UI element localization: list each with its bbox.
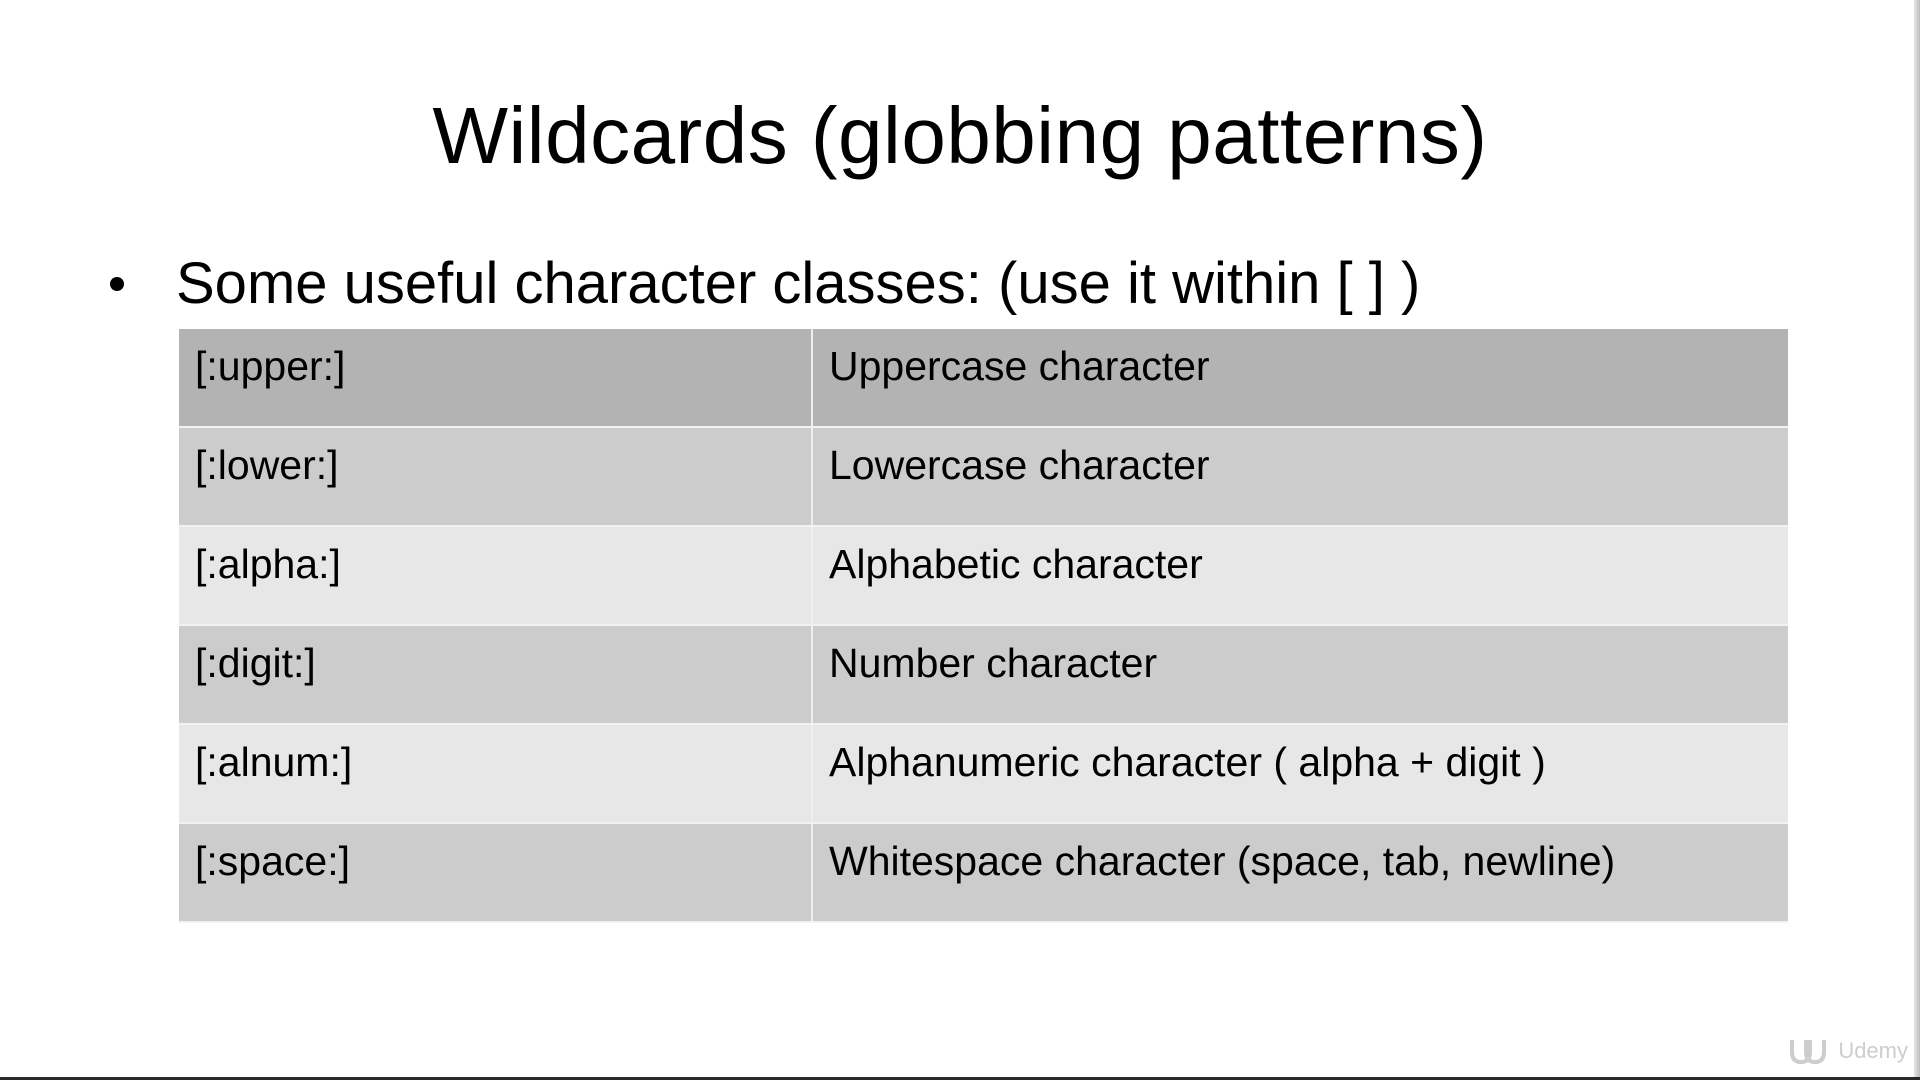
table-row: [:digit:] Number character [179,625,1788,725]
bullet-item: Some useful character classes: (use it w… [110,248,1420,320]
table-cell-class: [:alnum:] [179,724,813,824]
watermark-text: Udemy [1838,1038,1908,1063]
class-description: Number character [829,640,1158,686]
slide-bottom-border [0,1077,1920,1080]
udemy-watermark: Udemy [1788,1036,1908,1066]
class-name: [:space:] [195,838,350,884]
table-cell-description: Alphanumeric character ( alpha + digit ) [812,724,1788,824]
class-description: Alphanumeric character ( alpha + digit ) [829,739,1546,785]
class-description: Alphabetic character [829,541,1203,587]
class-name: [:lower:] [195,442,339,488]
bullet-dot-icon [110,277,124,291]
table-cell-class: [:lower:] [179,427,813,527]
class-name: [:upper:] [195,343,346,389]
table-row: [:alpha:] Alphabetic character [179,526,1788,626]
class-description: Uppercase character [829,343,1210,389]
bullet-text: Some useful character classes: (use it w… [176,251,1421,316]
table-cell-class: [:space:] [179,823,813,923]
class-name: [:alnum:] [195,739,353,785]
table-cell-description: Number character [812,625,1788,725]
table-cell-class: [:alpha:] [179,526,813,626]
table-cell-class: [:upper:] [179,329,813,428]
table-row: [:space:] Whitespace character (space, t… [179,823,1788,923]
character-class-table: [:upper:] Uppercase character [:lower:] … [179,329,1788,923]
class-name: [:digit:] [195,640,316,686]
table-cell-class: [:digit:] [179,625,813,725]
udemy-logo-icon [1790,1040,1827,1065]
table-cell-description: Alphabetic character [812,526,1788,626]
table-cell-description: Uppercase character [812,329,1788,428]
table-cell-description: Lowercase character [812,427,1788,527]
class-description: Lowercase character [829,442,1210,488]
table-row: [:upper:] Uppercase character [179,329,1788,428]
table-row: [:alnum:] Alphanumeric character ( alpha… [179,724,1788,824]
table-cell-description: Whitespace character (space, tab, newlin… [812,823,1788,923]
slide-right-border [1914,0,1920,1080]
table-row: [:lower:] Lowercase character [179,427,1788,527]
class-name: [:alpha:] [195,541,341,587]
slide-title: Wildcards (globbing patterns) [432,91,1488,180]
class-description: Whitespace character (space, tab, newlin… [829,838,1616,884]
